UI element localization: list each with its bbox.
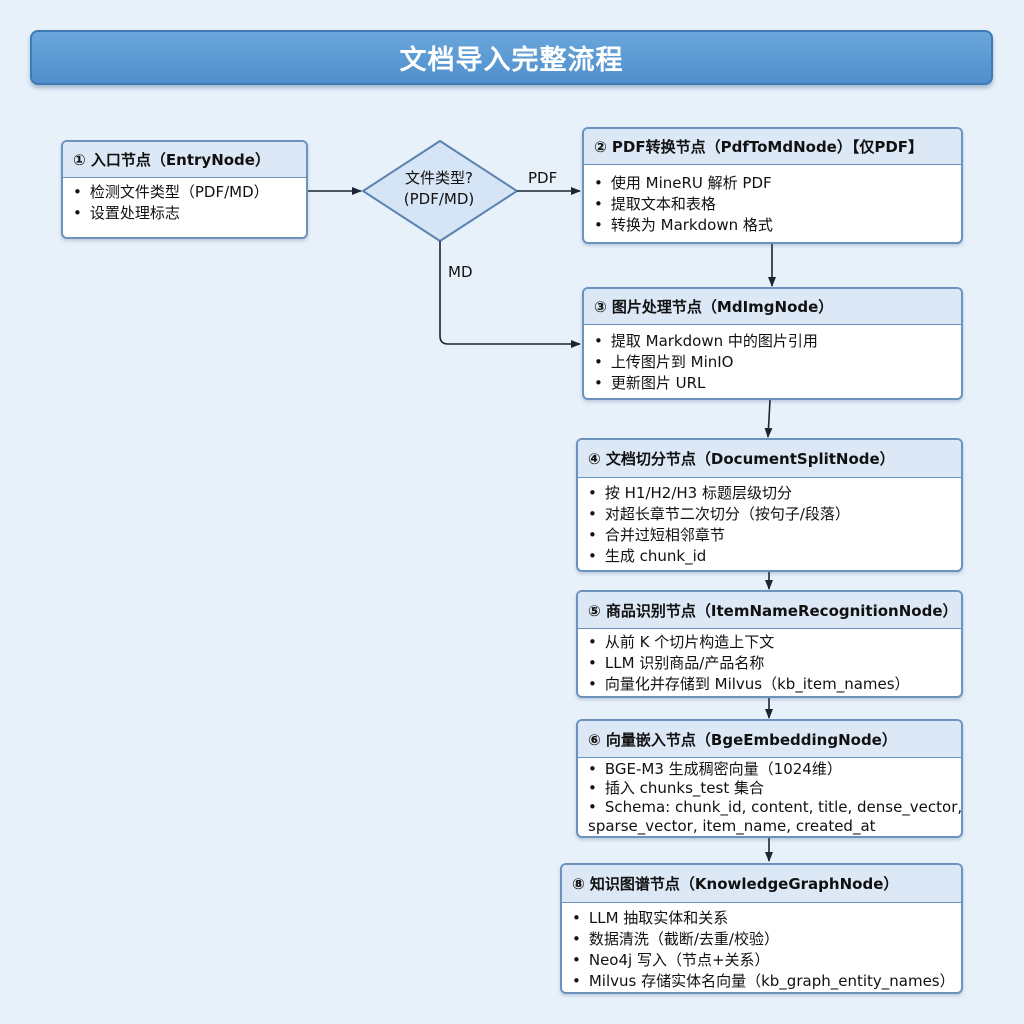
node-item-title: ⑤ 商品识别节点（ItemNameRecognitionNode） [578,592,961,629]
node-document-split: ④ 文档切分节点（DocumentSplitNode） 按 H1/H2/H3 标… [576,438,963,572]
node-img-item: 更新图片 URL [594,373,951,394]
node-embed-title: ⑥ 向量嵌入节点（BgeEmbeddingNode） [578,721,961,758]
node-entry-title: ① 入口节点（EntryNode） [63,142,306,178]
node-knowledge-graph: ⑧ 知识图谱节点（KnowledgeGraphNode） LLM 抽取实体和关系… [560,863,963,994]
node-split-item: 生成 chunk_id [588,546,951,567]
node-split-title: ④ 文档切分节点（DocumentSplitNode） [578,440,961,478]
node-split-item: 按 H1/H2/H3 标题层级切分 [588,483,951,504]
page-title: 文档导入完整流程 [30,30,993,85]
node-kg-title: ⑧ 知识图谱节点（KnowledgeGraphNode） [562,865,961,903]
node-embed-item-continuation: sparse_vector, item_name, created_at [588,817,876,835]
node-item-item: LLM 识别商品/产品名称 [588,653,951,674]
node-bge-embedding: ⑥ 向量嵌入节点（BgeEmbeddingNode） BGE-M3 生成稠密向量… [576,719,963,838]
node-entry: ① 入口节点（EntryNode） 检测文件类型（PDF/MD） 设置处理标志 [61,140,308,239]
node-img-title: ③ 图片处理节点（MdImgNode） [584,289,961,325]
node-embed-item: Schema: chunk_id, content, title, dense_… [588,798,961,817]
node-entry-item: 检测文件类型（PDF/MD） [73,182,296,203]
node-item-item: 向量化并存储到 Milvus（kb_item_names） [588,674,951,695]
node-entry-item: 设置处理标志 [73,203,296,224]
node-item-item: 从前 K 个切片构造上下文 [588,632,951,653]
node-pdf-item: 转换为 Markdown 格式 [594,215,951,236]
node-embed-item: BGE-M3 生成稠密向量（1024维） [588,760,951,779]
node-kg-item: 数据清洗（截断/去重/校验） [572,929,951,950]
node-img-item: 上传图片到 MinIO [594,352,951,373]
edge-decision-to-img-md [439,241,581,348]
decision-label: 文件类型? (PDF/MD) [363,168,515,210]
node-item-name-recognition: ⑤ 商品识别节点（ItemNameRecognitionNode） 从前 K 个… [576,590,963,698]
node-split-item: 对超长章节二次切分（按句子/段落） [588,504,951,525]
node-kg-item: LLM 抽取实体和关系 [572,908,951,929]
node-img-item: 提取 Markdown 中的图片引用 [594,331,951,352]
edge-img-to-split [764,399,773,438]
decision-line1: 文件类型? [405,169,473,187]
node-pdf-item: 提取文本和表格 [594,194,951,215]
node-md-img: ③ 图片处理节点（MdImgNode） 提取 Markdown 中的图片引用 上… [582,287,963,400]
node-pdf-item: 使用 MineRU 解析 PDF [594,173,951,194]
node-pdf-title: ② PDF转换节点（PdfToMdNode）【仅PDF】 [584,129,961,165]
node-kg-item: Neo4j 写入（节点+关系） [572,950,951,971]
node-embed-item: 插入 chunks_test 集合 [588,779,951,798]
decision-line2: (PDF/MD) [403,190,475,208]
edge-label-md: MD [448,263,473,281]
node-split-item: 合并过短相邻章节 [588,525,951,546]
edge-label-pdf: PDF [528,169,558,187]
node-pdf-to-md: ② PDF转换节点（PdfToMdNode）【仅PDF】 使用 MineRU 解… [582,127,963,244]
node-kg-item: Milvus 存储实体名向量（kb_graph_entity_names） [572,971,955,992]
